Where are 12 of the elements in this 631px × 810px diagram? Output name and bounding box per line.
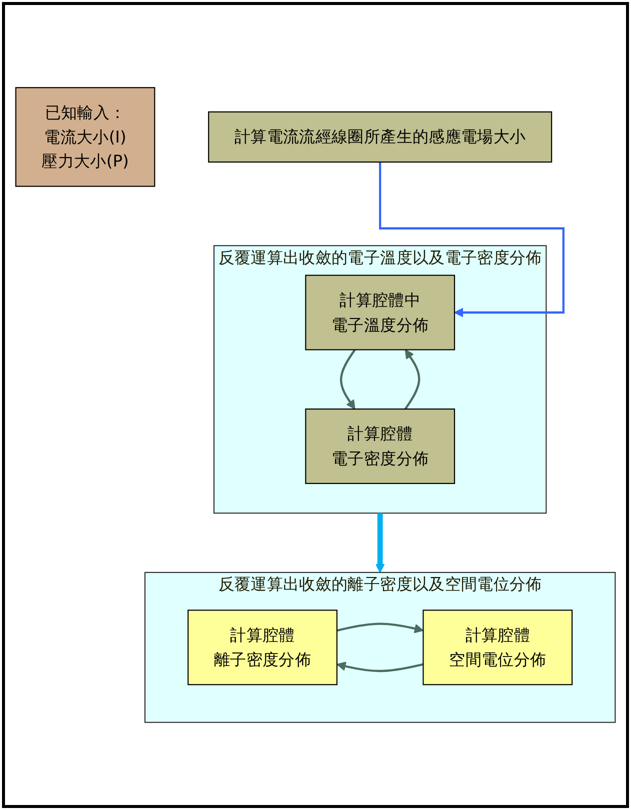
arrow xyxy=(404,349,420,410)
arrow xyxy=(375,513,385,573)
node-box: 計算腔體 離子密度分佈 xyxy=(188,610,338,686)
node-box: 已知輸入： 電流大小(I) 壓力大小(P) xyxy=(15,87,156,187)
node-box: 計算腔體中 電子溫度分佈 xyxy=(305,274,456,350)
node-box: 計算腔體 空間電位分佈 xyxy=(422,610,573,686)
node-box: 計算腔體 電子密度分佈 xyxy=(305,408,456,484)
arrow xyxy=(340,349,356,410)
node-box: 計算電流流經線圈所產生的感應電場大小 xyxy=(208,111,552,163)
arrow xyxy=(336,622,424,634)
arrow xyxy=(336,662,424,672)
arrow xyxy=(379,162,565,318)
